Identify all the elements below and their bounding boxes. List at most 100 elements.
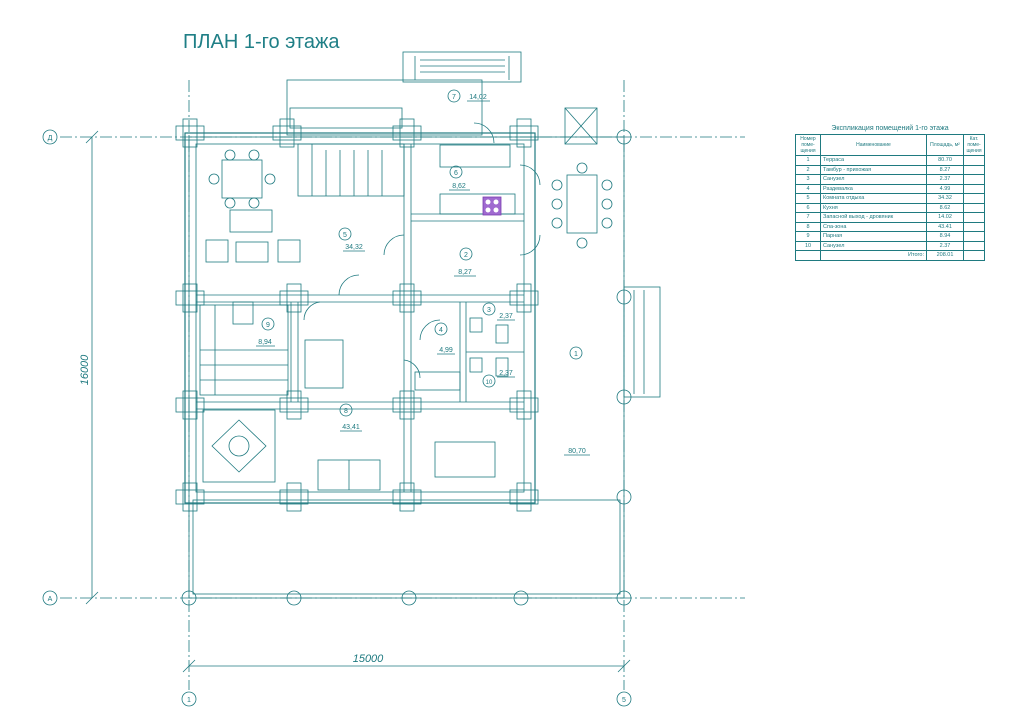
row-category <box>963 174 985 185</box>
row-area: 4.99 <box>926 183 964 194</box>
row-name: Санузел <box>820 174 927 185</box>
dining-table <box>221 159 263 199</box>
chimney <box>564 107 598 145</box>
firewood-rack <box>289 107 403 129</box>
header-category: Кат. поме- щения <box>963 134 985 156</box>
axis-bubble-top <box>42 129 58 145</box>
log-joints <box>175 118 539 512</box>
room-area: 8,62 <box>452 183 466 190</box>
changing-bench <box>414 371 461 391</box>
row-name: Раздевалка <box>820 183 927 194</box>
row-name: Запасной выход - дровяник <box>820 212 927 223</box>
room-area: 8,94 <box>258 339 272 346</box>
row-area: 8.94 <box>926 231 964 242</box>
room-number: 3 <box>487 307 491 314</box>
axis-label-right: 5 <box>622 697 626 704</box>
axis-label-bottom: А <box>48 596 53 603</box>
plan-title: ПЛАН 1-го этажа <box>183 31 340 53</box>
room-number: 6 <box>454 170 458 177</box>
room-number: 8 <box>344 408 348 415</box>
spa-lounge <box>434 441 496 478</box>
row-category <box>963 221 985 232</box>
porch-steps <box>402 51 522 83</box>
row-number: 9 <box>795 231 821 242</box>
row-number: 8 <box>795 221 821 232</box>
row-name: Кухня <box>820 202 927 213</box>
room-7-porch <box>286 79 483 136</box>
dimension-height: 16000 <box>79 354 91 385</box>
terrace-deck <box>192 499 621 595</box>
row-number: 5 <box>795 193 821 204</box>
terrace-outline <box>188 136 625 599</box>
sofa <box>229 209 273 233</box>
dimension-width: 15000 <box>353 653 384 665</box>
coffee-table <box>235 241 269 263</box>
row-area: 80.70 <box>926 155 964 166</box>
room-number: 7 <box>452 94 456 101</box>
explication-legend: Экспликация помещений 1-го этажа Номер п… <box>795 125 985 261</box>
row-area: 43.41 <box>926 221 964 232</box>
room-area: 4,99 <box>439 347 453 354</box>
row-category <box>963 155 985 166</box>
row-category <box>963 183 985 194</box>
room-number: 1 <box>574 351 578 358</box>
total-value: 208.01 <box>926 250 964 261</box>
row-area: 8.62 <box>926 202 964 213</box>
row-name: Терраса <box>820 155 927 166</box>
row-category <box>963 202 985 213</box>
header-number: Номер поме- щения <box>795 134 821 156</box>
row-area: 2.37 <box>926 174 964 185</box>
header-area: Площадь, м² <box>926 134 964 156</box>
row-number: 2 <box>795 164 821 175</box>
row-name: Санузел <box>820 240 927 251</box>
row-number: 1 <box>795 155 821 166</box>
axis-label-top: Д <box>48 135 53 142</box>
row-area: 8.27 <box>926 164 964 175</box>
row-name: Тамбур - прихожая <box>820 164 927 175</box>
row-name: Комната отдыха <box>820 193 927 204</box>
axis-bubble-bottom <box>42 590 58 606</box>
explication-title: Экспликация помещений 1-го этажа <box>831 125 949 132</box>
row-area: 14.02 <box>926 212 964 223</box>
axis-bubble-left <box>181 691 197 707</box>
axis-label-left: 1 <box>187 697 191 704</box>
row-category <box>963 231 985 242</box>
header-name: Наименование <box>820 134 927 156</box>
room-number: 2 <box>464 252 468 259</box>
row-category <box>963 240 985 251</box>
room-area: 2,37 <box>499 313 513 320</box>
room-number: 10 <box>486 380 493 386</box>
kitchen-counter-lower <box>439 193 516 215</box>
explication-table: Номер поме- щения Наименование Площадь, … <box>795 134 985 261</box>
side-steps <box>623 286 661 398</box>
room-area: 2,37 <box>499 370 513 377</box>
door-arc <box>338 274 360 296</box>
plunge-pool <box>304 339 344 389</box>
stove-icon <box>482 196 502 216</box>
row-number: 10 <box>795 240 821 251</box>
total-label: Итого: <box>820 250 927 261</box>
axis-bubble-right <box>616 691 632 707</box>
row-category <box>963 212 985 223</box>
room-number: 4 <box>439 327 443 334</box>
row-name: Спа-зона <box>820 221 927 232</box>
room-area: 80,70 <box>568 448 586 455</box>
staircase <box>297 143 405 197</box>
row-category <box>963 164 985 175</box>
room-number: 9 <box>266 322 270 329</box>
terrace-table <box>566 174 598 234</box>
room-area: 8,27 <box>458 269 472 276</box>
room-area: 43,41 <box>342 424 360 431</box>
house-outer-wall <box>184 132 536 504</box>
room-number: 5 <box>343 232 347 239</box>
row-area: 34.32 <box>926 193 964 204</box>
